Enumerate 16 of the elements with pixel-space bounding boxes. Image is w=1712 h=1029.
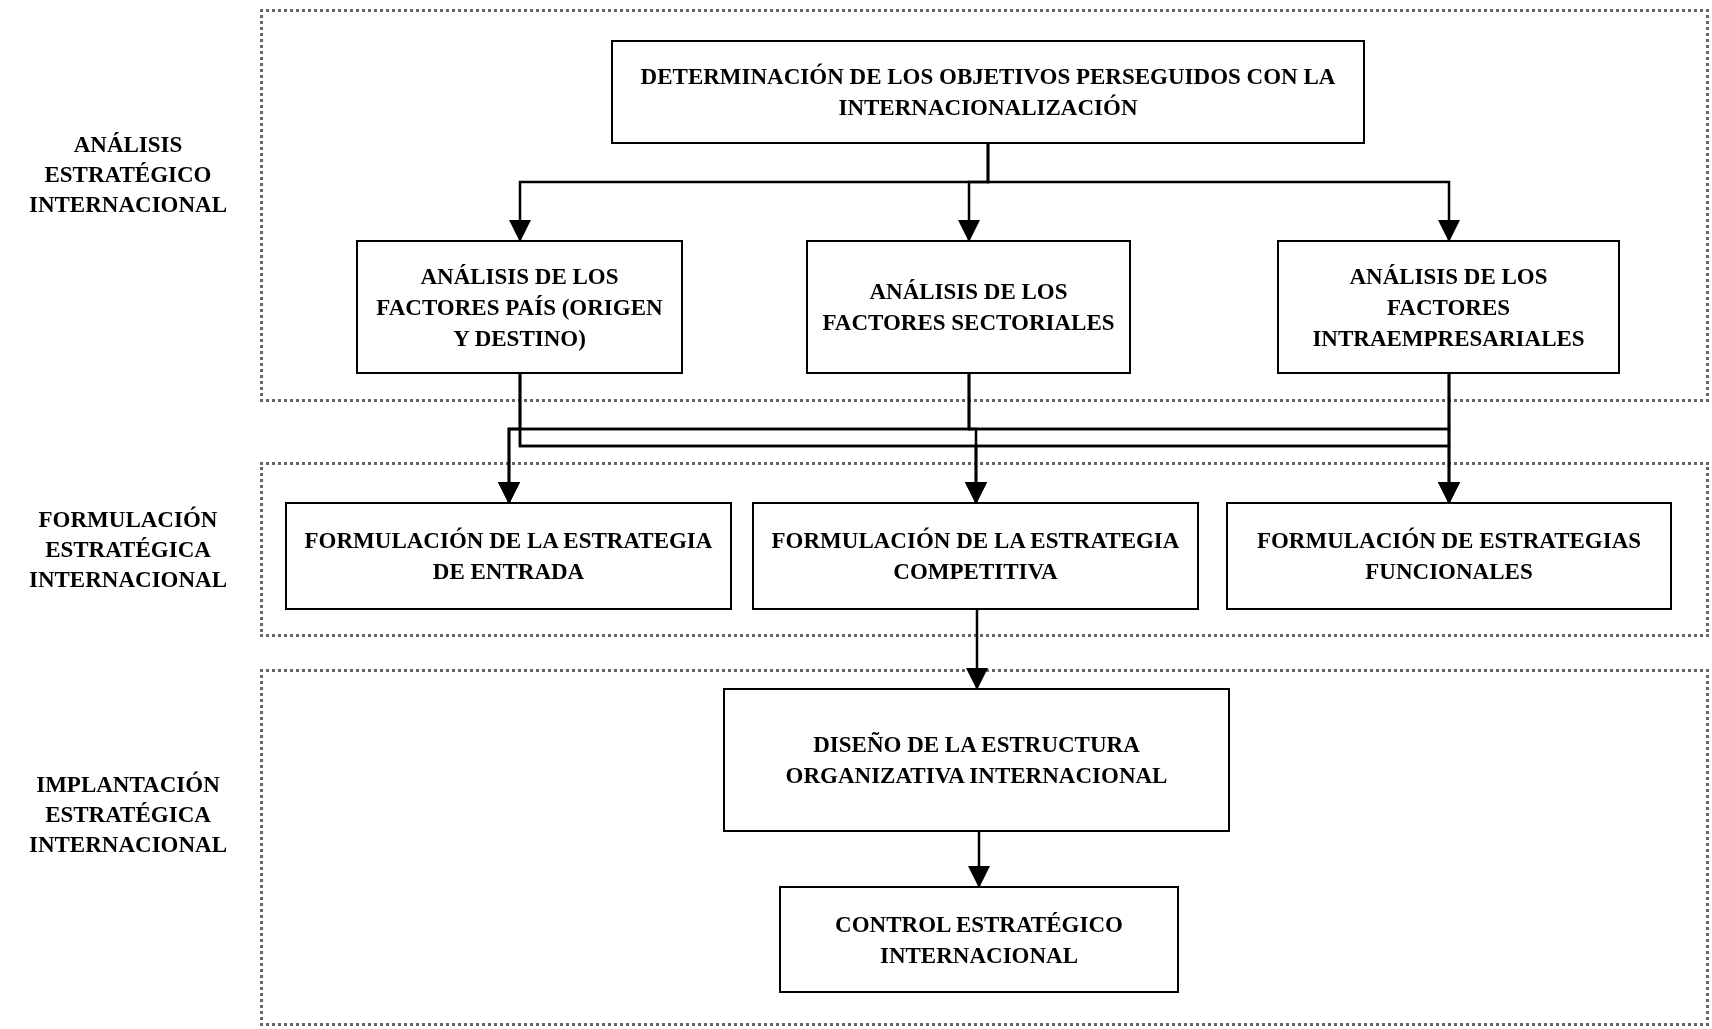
stage-title: ANÁLISIS ESTRATÉGICO INTERNACIONAL — [27, 131, 229, 219]
process-box: CONTROL ESTRATÉGICO INTERNACIONAL — [779, 886, 1179, 993]
arrow — [968, 832, 990, 888]
process-box: ANÁLISIS DE LOS FACTORES PAÍS (ORIGEN Y DESTINO) — [356, 240, 683, 374]
arrow — [986, 144, 1460, 242]
stage-title: IMPLANTACIÓN ESTRATÉGICA INTERNACIONAL — [27, 770, 229, 859]
process-box: DISEÑO DE LA ESTRUCTURA ORGANIZATIVA INTERNACIONAL — [723, 688, 1230, 832]
process-box: FORMULACIÓN DE ESTRATEGIAS FUNCIONALES — [1226, 502, 1672, 610]
process-box: ANÁLISIS DE LOS FACTORES SECTORIALES — [806, 240, 1131, 374]
process-box: ANÁLISIS DE LOS FACTORES INTRAEMPRESARIALES — [1277, 240, 1620, 374]
arrow — [966, 610, 988, 690]
arrow — [1438, 374, 1460, 504]
process-box: FORMULACIÓN DE LA ESTRATEGIA COMPETITIVA — [752, 502, 1199, 610]
stage-title: FORMULACIÓN ESTRATÉGICA INTERNACIONAL — [27, 505, 229, 594]
process-box: DETERMINACIÓN DE LOS OBJETIVOS PERSEGUIDOS CON LA INTERNACIONALIZACIÓN — [611, 40, 1365, 144]
process-box: FORMULACIÓN DE LA ESTRATEGIA DE ENTRADA — [285, 502, 732, 610]
